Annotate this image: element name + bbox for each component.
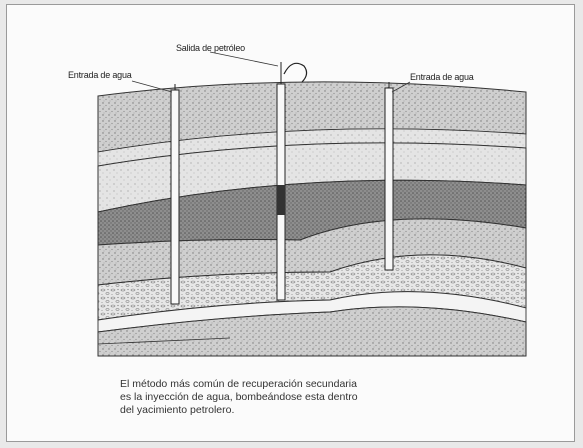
caption-line-2: es la inyección de agua, bombeándose est… xyxy=(120,391,520,404)
caption-line-1: El método más común de recuperación secu… xyxy=(120,378,520,391)
label-left-well: Entrada de agua xyxy=(68,70,132,80)
injection-well-left xyxy=(171,84,179,304)
injection-well-right xyxy=(385,82,393,270)
diagram-caption: El método más común de recuperación secu… xyxy=(120,378,520,417)
label-center-well: Salida de petróleo xyxy=(176,43,245,53)
caption-line-3: del yacimiento petrolero. xyxy=(120,404,520,417)
label-right-well: Entrada de agua xyxy=(410,72,474,82)
